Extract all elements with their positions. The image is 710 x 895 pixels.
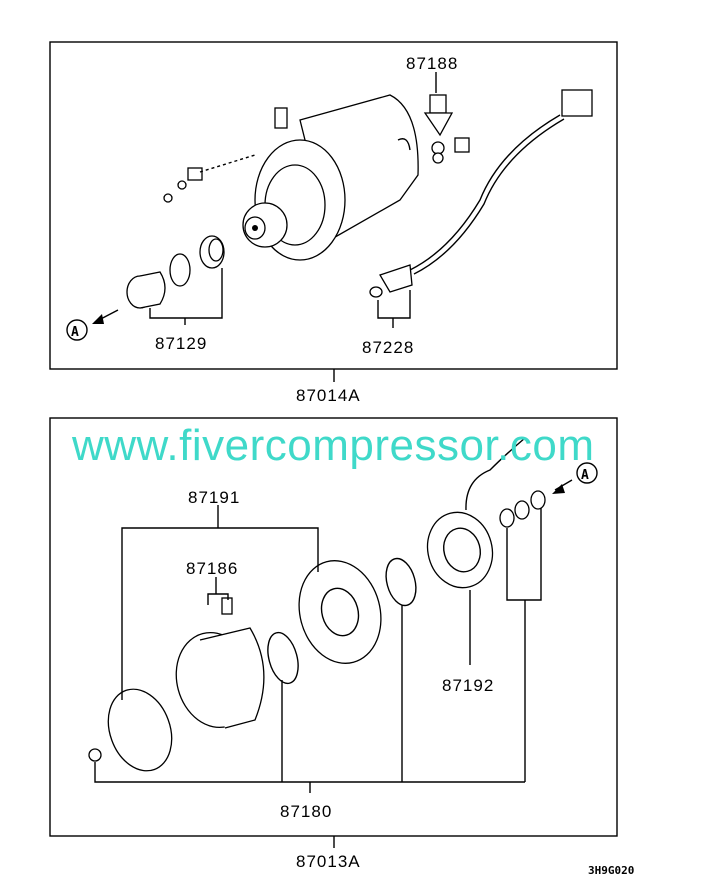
svg-text:A: A bbox=[581, 468, 589, 483]
sensor-bolt-part bbox=[423, 94, 470, 164]
label-87186: 87186 bbox=[186, 559, 238, 578]
wire-harness bbox=[369, 89, 593, 298]
label-87188: 87188 bbox=[406, 54, 458, 73]
view-marker-a-lower: A bbox=[552, 462, 598, 494]
small-fittings bbox=[163, 154, 256, 203]
upper-assembly-number: 87014A bbox=[296, 386, 361, 405]
shaft-seal-parts bbox=[126, 235, 225, 309]
label-87228: 87228 bbox=[362, 338, 414, 357]
svg-text:A: A bbox=[71, 325, 79, 340]
view-marker-a-upper: A bbox=[66, 309, 119, 341]
label-87180: 87180 bbox=[280, 802, 332, 821]
drawing-code: 3H9G020 bbox=[588, 864, 634, 877]
compressor-body bbox=[242, 94, 419, 261]
label-87192: 87192 bbox=[442, 676, 494, 695]
clutch-parts bbox=[88, 437, 546, 772]
label-87129: 87129 bbox=[155, 334, 207, 353]
lower-assembly-number: 87013A bbox=[296, 852, 361, 871]
watermark: www.fivercompressor.com bbox=[72, 421, 595, 470]
label-87191: 87191 bbox=[188, 488, 240, 507]
